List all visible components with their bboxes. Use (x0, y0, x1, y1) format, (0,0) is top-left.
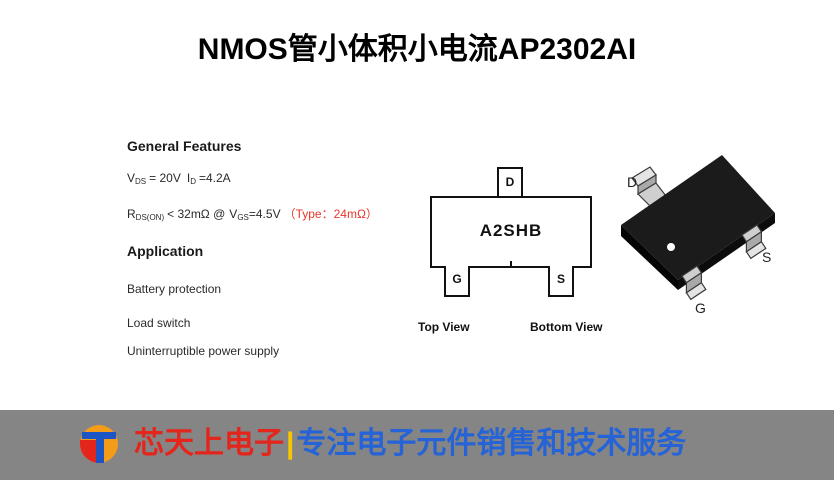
vds-value: = 20V (149, 171, 181, 185)
application-item: Uninterruptible power supply (127, 344, 280, 358)
package-body-top (621, 155, 775, 280)
application-heading: Application (127, 243, 204, 259)
rds-symbol: R (127, 207, 136, 221)
pin-gate-box: G (444, 266, 470, 297)
application-item: Battery protection (127, 282, 222, 296)
package-center-mark (510, 261, 512, 268)
footer-separator: | (286, 427, 295, 460)
footer-banner (0, 410, 834, 480)
page-title: NMOS管小体积小电流AP2302AI (197, 33, 637, 66)
bottom-view-label: Bottom View (530, 320, 603, 334)
sot23-package-illustration (621, 155, 775, 301)
vds-subscript: DS (135, 177, 147, 186)
company-slogan: 专注电子元件销售和技术服务 (296, 427, 687, 460)
rds-subscript: DS(ON) (135, 213, 165, 222)
lead-source-foot (745, 240, 767, 260)
footer-text: 芯天上电子 | 专注电子元件销售和技术服务 (134, 424, 686, 464)
spec-vds-id: VDS= 20V ID=4.2A (127, 170, 231, 186)
id-subscript: D (190, 177, 196, 186)
company-name: 芯天上电子 (134, 427, 284, 460)
vgs-subscript: GS (237, 213, 249, 222)
lead-gate-foot (685, 281, 707, 301)
vgs-symbol: V (229, 207, 238, 221)
pin-label-drain: D (627, 174, 638, 190)
pin-label-source: S (762, 249, 772, 265)
package-marking: A2SHB (479, 221, 543, 240)
typical-rds-note: （Type：24mΩ） (283, 207, 378, 221)
pin1-dot (667, 243, 675, 251)
pin-drain-box: D (497, 167, 523, 198)
rds-value: < 32mΩ @ (167, 207, 226, 221)
pin-label-gate: G (695, 300, 706, 316)
pin-source-box: S (548, 266, 574, 297)
vgs-value: =4.5V (248, 207, 281, 221)
features-heading: General Features (127, 138, 242, 154)
id-symbol: I (186, 171, 191, 185)
package-body-left-side (621, 225, 678, 290)
top-view-label: Top View (418, 320, 470, 334)
id-value: =4.2A (198, 171, 231, 185)
vds-symbol: V (127, 171, 136, 185)
company-logo-icon (80, 425, 118, 463)
application-item: Load switch (127, 316, 191, 330)
spec-rds-on: RDS(ON)< 32mΩ @VGS=4.5V（Type：24mΩ） (127, 206, 378, 222)
